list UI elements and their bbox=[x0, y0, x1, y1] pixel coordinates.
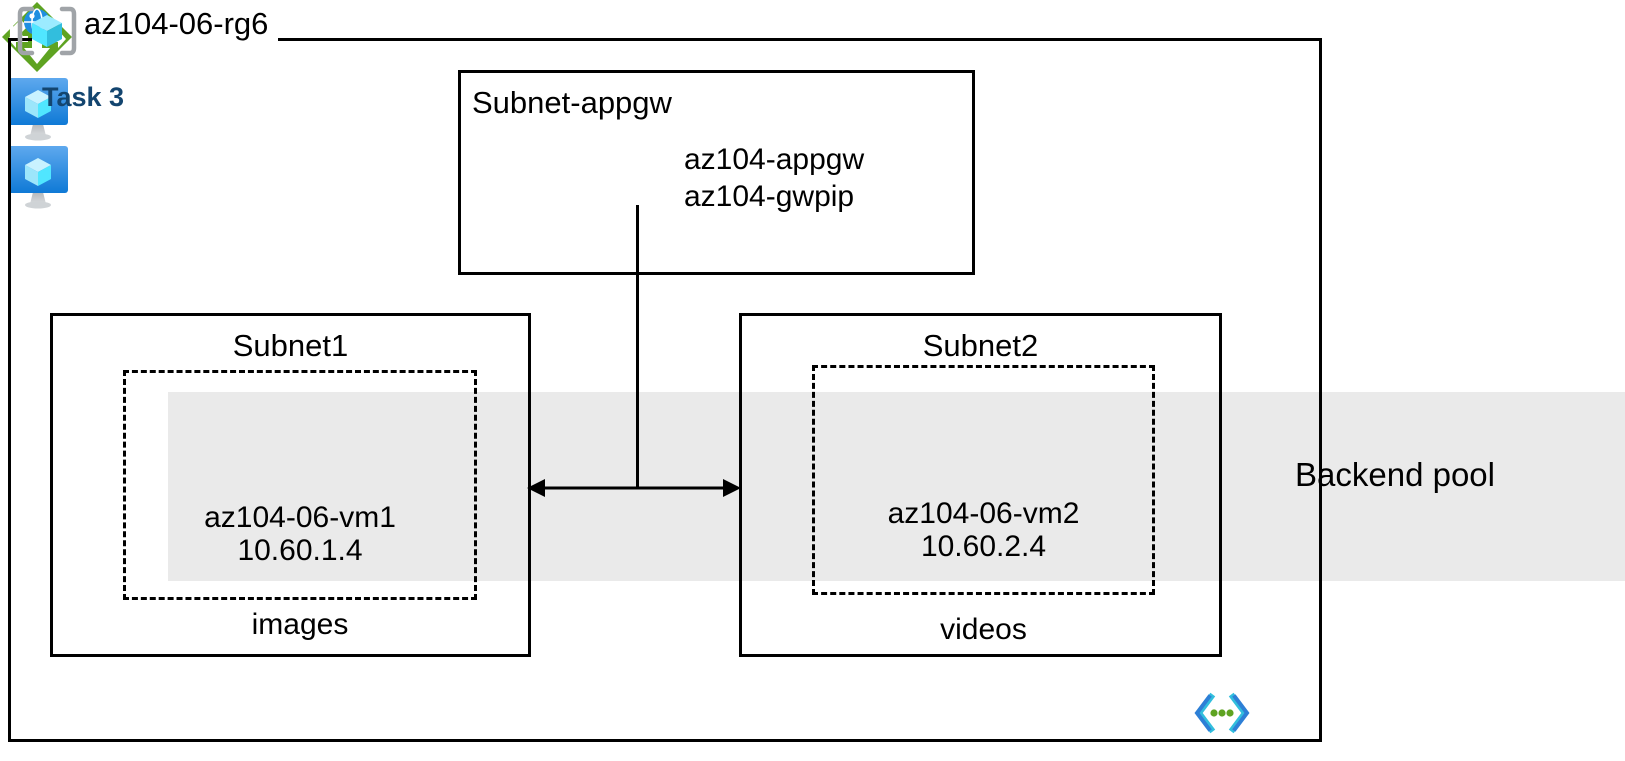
appgw-resource-names: az104-appgw az104-gwpip bbox=[684, 142, 864, 215]
resource-group-frame bbox=[8, 38, 1322, 742]
vm2-name: az104-06-vm2 bbox=[887, 497, 1080, 530]
subnet1-footer-label: images bbox=[251, 608, 349, 641]
vm1-name: az104-06-vm1 bbox=[204, 501, 396, 534]
subnet2-footer-label: videos bbox=[940, 613, 1027, 646]
subnet2-box bbox=[739, 313, 1222, 657]
subnet1-subnet2-connector bbox=[525, 470, 743, 506]
resource-group-title: az104-06-rg6 bbox=[84, 6, 269, 41]
vm2-ip-address: 10.60.2.4 bbox=[920, 530, 1047, 563]
task-label: Task 3 bbox=[42, 82, 125, 112]
appgw-connector-line bbox=[636, 205, 639, 488]
template-code-icon bbox=[1193, 692, 1251, 734]
resource-group-icon bbox=[17, 6, 77, 56]
backend-pool-label: Backend pool bbox=[1295, 456, 1495, 493]
subnet1-title: Subnet1 bbox=[232, 328, 349, 363]
virtual-machine-icon bbox=[0, 142, 76, 210]
subnet-appgw-box bbox=[458, 70, 975, 275]
backend-pool-band bbox=[168, 392, 1625, 581]
subnet1-nsg-boundary bbox=[123, 370, 477, 600]
gwpip-name: az104-gwpip bbox=[684, 179, 855, 213]
subnet-appgw-title: Subnet-appgw bbox=[472, 85, 672, 120]
subnet1-box bbox=[50, 313, 531, 657]
appgw-name: az104-appgw bbox=[684, 143, 865, 176]
subnet2-title: Subnet2 bbox=[922, 328, 1039, 363]
subnet2-nsg-boundary bbox=[812, 365, 1155, 595]
vm1-ip-address: 10.60.1.4 bbox=[237, 534, 363, 567]
resource-group-border-right-stub bbox=[278, 38, 1322, 41]
virtual-machine-icon bbox=[0, 74, 76, 142]
